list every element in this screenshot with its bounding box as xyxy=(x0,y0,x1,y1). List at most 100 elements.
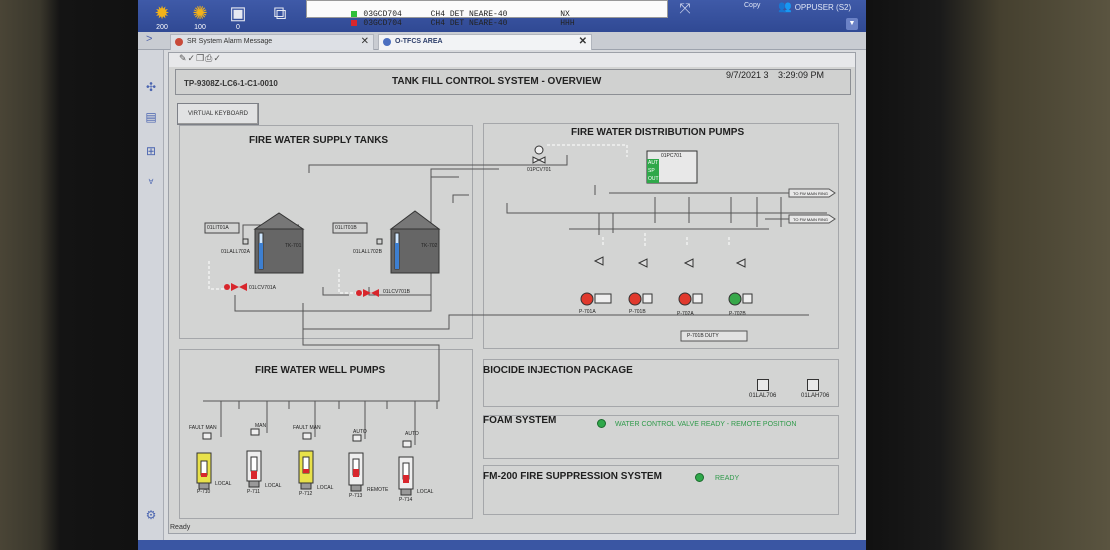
text-icon[interactable]: Ɐ xyxy=(148,179,154,186)
alarm-state: HHH xyxy=(560,19,575,28)
user-icon: 👥 xyxy=(778,1,792,13)
well-valve[interactable] xyxy=(302,432,312,440)
print-icon[interactable]: ⎙ xyxy=(205,53,214,63)
well-pumps-title: FIRE WATER WELL PUMPS xyxy=(255,365,386,376)
grid-icon[interactable]: ⊞ xyxy=(145,144,157,158)
well-pump-p714[interactable] xyxy=(398,456,414,496)
close-icon[interactable]: ✕ xyxy=(360,36,369,47)
folder-icon[interactable]: ▤ xyxy=(145,110,157,124)
virtual-keyboard-button[interactable]: VIRTUAL KEYBOARD xyxy=(177,103,259,125)
acknowledge-icon[interactable]: ⤧ xyxy=(679,0,691,16)
edit-icon[interactable]: ✎ xyxy=(179,53,188,63)
controller-mode: OUT xyxy=(648,176,659,182)
confirm-icon[interactable]: ✓ xyxy=(213,53,222,63)
lah706-indicator[interactable] xyxy=(807,379,819,391)
tank-tk701[interactable] xyxy=(253,212,305,274)
switch-indicator xyxy=(242,238,249,245)
chevron-down-icon[interactable]: ▼ xyxy=(846,18,858,30)
status-bar: Ready xyxy=(170,524,191,531)
alarm-count: 100 xyxy=(194,24,206,31)
valve-lcv701b[interactable] xyxy=(356,289,379,297)
alarm-bell-icon[interactable]: ✹200 xyxy=(154,3,170,31)
copy-button[interactable]: Copy xyxy=(744,2,761,9)
supply-tanks-panel xyxy=(179,125,473,339)
foam-panel xyxy=(483,415,839,459)
tab-tfcs-area[interactable]: O-TFCS AREA✕ xyxy=(378,34,592,50)
tank-label: TK-702 xyxy=(421,243,438,249)
fm200-status-text: READY xyxy=(715,475,740,482)
duty-label: P-701B DUTY xyxy=(687,333,719,339)
well-valve[interactable] xyxy=(250,428,260,436)
switch-indicator xyxy=(376,238,383,245)
alarm-row[interactable]: 03GCD704 CH4 DET NEARE-40 NX xyxy=(313,1,570,19)
pump-p701b[interactable] xyxy=(628,292,653,306)
message-icon[interactable]: ▣0 xyxy=(229,3,247,31)
hmi-screen: ✹200 ✺100 ▣0 ⧉ 03GCD704 CH4 DET NEARE-40… xyxy=(138,0,866,550)
process-diagram xyxy=(196,144,836,496)
well-pump-location: LOCAL xyxy=(215,481,232,487)
well-pump-label: P-710 xyxy=(197,489,211,495)
pump-p701a[interactable] xyxy=(580,292,612,306)
copy-icon[interactable]: ❐ xyxy=(196,53,206,63)
valve-tag: 01LCV701B xyxy=(383,289,410,295)
well-pump-p711[interactable] xyxy=(246,450,262,488)
motor-valve[interactable] xyxy=(735,258,746,268)
well-pump-location: LOCAL xyxy=(417,489,434,495)
level-tag: 01LIT01A xyxy=(207,225,229,231)
user-name: OPPUSER (S2) xyxy=(794,3,852,12)
well-pump-p713[interactable] xyxy=(348,452,364,492)
close-icon[interactable]: ✕ xyxy=(578,36,587,47)
switch-tag: 01LALL702A xyxy=(221,249,250,255)
message-count: 0 xyxy=(236,24,240,31)
alarm-status-dot xyxy=(351,19,358,26)
level-tag-box-701[interactable] xyxy=(204,222,240,234)
controller-mode: AUT xyxy=(648,160,658,166)
user-menu[interactable]: 👥OPPUSER (S2) xyxy=(778,0,851,13)
motor-valve[interactable] xyxy=(637,258,648,268)
pump-label: P-701A xyxy=(579,309,596,315)
outlet-arrow xyxy=(788,188,836,198)
foam-status-text: WATER CONTROL VALVE READY - REMOTE POSIT… xyxy=(615,421,797,428)
well-pump-mode: AUTO xyxy=(353,429,367,435)
well-valve[interactable] xyxy=(352,434,362,442)
indicator-label: 01LAH706 xyxy=(801,393,830,399)
well-valve[interactable] xyxy=(202,432,212,440)
tab-label: SR System Alarm Message xyxy=(187,38,273,45)
valve-pcv701[interactable] xyxy=(532,145,546,164)
fm200-status-led xyxy=(695,473,704,482)
tab-system-alarm-message[interactable]: SR System Alarm Message ✕ xyxy=(170,34,374,50)
well-pump-location: REMOTE xyxy=(367,487,389,493)
level-tag: 01LIT01B xyxy=(335,225,357,231)
well-pump-p710[interactable] xyxy=(196,452,212,490)
motor-valve[interactable] xyxy=(683,258,694,268)
top-taskbar: ✹200 ✺100 ▣0 ⧉ 03GCD704 CH4 DET NEARE-40… xyxy=(138,0,866,38)
controller-mode: SP xyxy=(648,168,655,174)
alarm-row[interactable]: 03GCD704 CH4 DET NEARE-40 HHH xyxy=(313,10,575,28)
chevron-right-icon[interactable]: > xyxy=(146,33,153,45)
lal706-indicator[interactable] xyxy=(757,379,769,391)
gear-alarm-icon[interactable]: ✺100 xyxy=(192,3,208,31)
tank-tk702[interactable] xyxy=(389,210,441,274)
tank-label: TK-701 xyxy=(285,243,302,249)
pump-label: P-702B xyxy=(729,311,746,317)
settings-icon[interactable]: ⚙ xyxy=(145,508,157,522)
alarm-list-icon[interactable]: ⧉ xyxy=(273,3,287,23)
controller-pc701[interactable] xyxy=(646,150,698,184)
duty-box[interactable] xyxy=(680,330,748,342)
pump-p702a[interactable] xyxy=(678,292,703,306)
fm200-panel xyxy=(483,465,839,515)
alarm-tag: 03GCD704 xyxy=(363,10,402,19)
tab-icon xyxy=(383,38,391,46)
level-tag-box-702[interactable] xyxy=(332,222,368,234)
check-icon[interactable]: ✓ xyxy=(187,53,197,63)
pump-p702b[interactable] xyxy=(728,292,753,306)
motor-valve[interactable] xyxy=(593,256,604,266)
alarm-banner[interactable]: 03GCD704 CH4 DET NEARE-40 NX 03GCD704 CH… xyxy=(306,0,668,28)
navigate-icon[interactable]: ✣ xyxy=(145,80,157,94)
valve-lcv701a[interactable] xyxy=(224,283,247,291)
display-tag-id: TP-9308Z-LC6-1-C1-0010 xyxy=(184,79,278,88)
well-pump-location: LOCAL xyxy=(317,485,334,491)
well-pump-p712[interactable] xyxy=(298,450,314,490)
foam-status-led xyxy=(597,419,606,428)
well-valve[interactable] xyxy=(402,440,412,448)
